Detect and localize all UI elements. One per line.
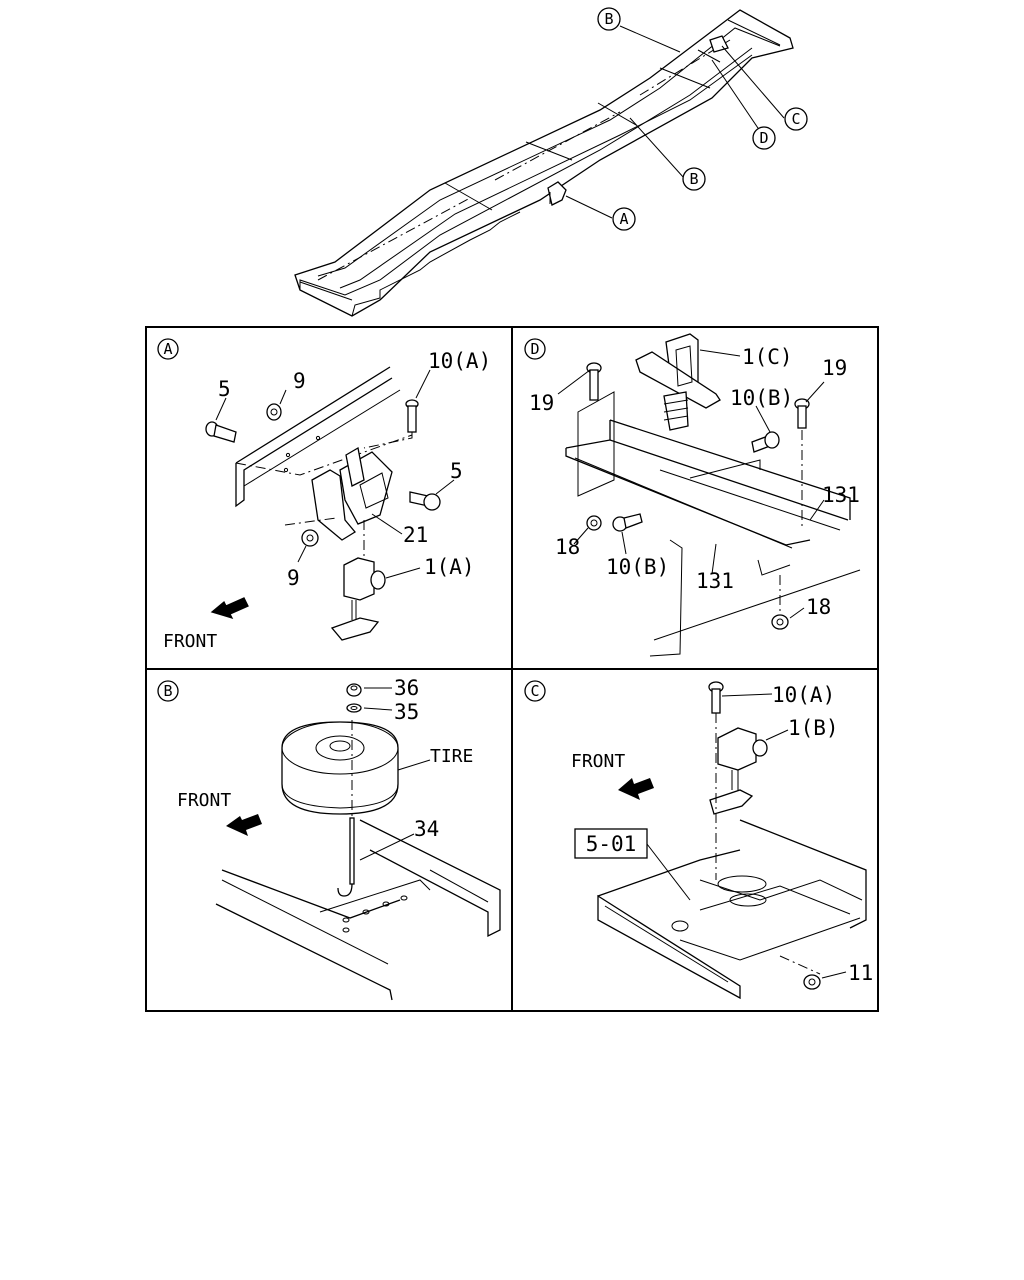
overview-callout-b-lower: B [682, 167, 706, 191]
panel-c-tag: C [524, 680, 546, 702]
svg-text:A: A [163, 340, 172, 358]
nut-9-lower [301, 529, 319, 547]
label-18-right: 18 [806, 595, 831, 619]
bolt-10b-upper [751, 431, 780, 453]
label-9-lower: 9 [287, 566, 300, 590]
reference-box-5-01: 5-01 [574, 828, 648, 859]
svg-text:C: C [791, 110, 800, 128]
label-1a: 1(A) [424, 555, 475, 579]
label-131-right: 131 [822, 483, 860, 507]
label-9-top: 9 [293, 369, 306, 393]
washer-35 [346, 703, 362, 713]
svg-text:D: D [759, 129, 768, 147]
svg-text:5-01: 5-01 [586, 832, 637, 856]
panel-a-tag: A [157, 338, 179, 360]
label-35: 35 [394, 700, 419, 724]
label-21: 21 [403, 523, 428, 547]
bolt-10b-lower [612, 513, 643, 532]
chassis-frame-overview [294, 9, 794, 317]
spare-tire [281, 721, 399, 815]
hanger-1c [635, 333, 721, 431]
overview-callout-a: A [612, 207, 636, 231]
label-front-c: FRONT [571, 751, 625, 772]
svg-text:D: D [530, 340, 539, 358]
nut-11 [803, 974, 821, 990]
label-front-b: FRONT [177, 790, 231, 811]
svg-text:A: A [619, 210, 628, 228]
hanger-1a [330, 557, 386, 641]
bracket-21 [311, 469, 356, 541]
panel-d: D [524, 333, 861, 657]
bolt-19-left [586, 362, 602, 401]
overview-callout-d: D [752, 126, 776, 150]
svg-text:B: B [163, 682, 172, 700]
bolt-10a [405, 399, 419, 433]
bolt-5-left [205, 421, 237, 443]
label-34: 34 [414, 817, 439, 841]
bolt-19-right [794, 398, 810, 429]
bolt-5-right [409, 491, 441, 511]
panel-a: A [157, 338, 491, 652]
svg-text:B: B [689, 170, 698, 188]
label-1b: 1(B) [788, 716, 839, 740]
overview-callout-c: C [784, 107, 808, 131]
label-11: 11 [848, 961, 873, 985]
label-front-a: FRONT [163, 631, 217, 652]
label-36: 36 [394, 676, 419, 700]
panel-c: C [524, 680, 873, 1000]
label-1c: 1(C) [742, 345, 793, 369]
nut-9-top [266, 403, 282, 421]
svg-text:C: C [530, 682, 539, 700]
hook-34 [337, 817, 355, 897]
hanger-1b [709, 727, 768, 815]
panel-b-tag: B [157, 680, 179, 702]
label-19-right: 19 [822, 356, 847, 380]
panel-b: B [157, 676, 501, 1001]
svg-text:B: B [604, 10, 613, 28]
overview-callout-b-top: B [597, 7, 621, 31]
label-10b-lower: 10(B) [606, 555, 669, 579]
label-5-left: 5 [218, 377, 231, 401]
bolt-10a-c [708, 681, 724, 714]
label-10a-c: 10(A) [772, 683, 835, 707]
label-19-left: 19 [529, 391, 554, 415]
label-18-left: 18 [555, 535, 580, 559]
nut-18-right [771, 614, 789, 630]
nut-36 [346, 683, 362, 697]
label-5-right: 5 [450, 459, 463, 483]
detail-panel-grid [145, 326, 879, 1012]
label-10a: 10(A) [428, 349, 491, 373]
label-tire: TIRE [430, 746, 473, 767]
nut-18-left [586, 515, 602, 531]
label-10b-upper: 10(B) [730, 386, 793, 410]
label-131-lower: 131 [696, 569, 734, 593]
panel-d-tag: D [524, 338, 546, 360]
